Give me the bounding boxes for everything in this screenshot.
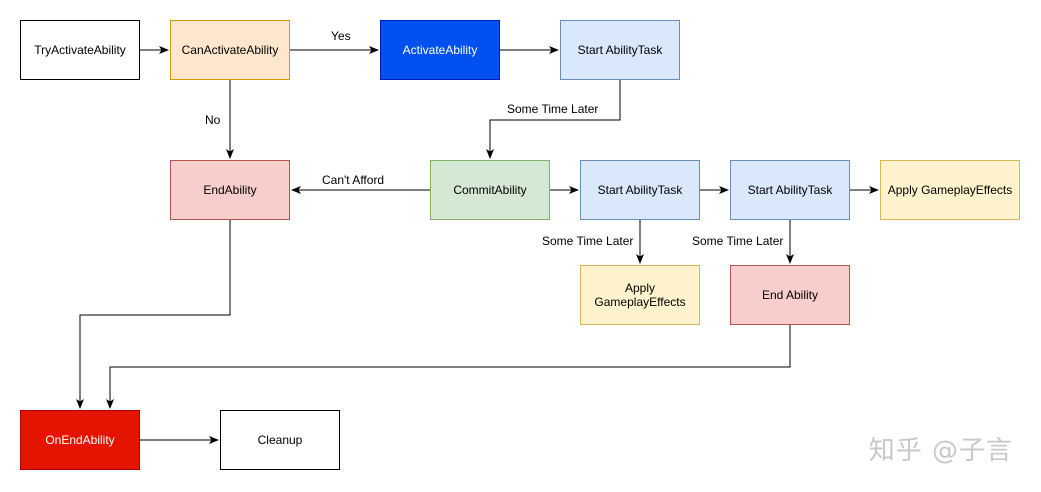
node-end-ability-1: EndAbility xyxy=(170,160,290,220)
node-try-activate-ability: TryActivateAbility xyxy=(20,20,140,80)
node-label: Start AbilityTask xyxy=(747,183,833,197)
edge-start-task-to-commit xyxy=(486,80,621,159)
node-start-ability-task-1: Start AbilityTask xyxy=(560,20,680,80)
edge-label-some-time-later-1: Some Time Later xyxy=(507,102,599,116)
node-start-ability-task-2: Start AbilityTask xyxy=(580,160,700,220)
node-label: End Ability xyxy=(761,288,819,302)
node-label: ActivateAbility xyxy=(402,43,478,57)
node-label: CommitAbility xyxy=(453,183,527,197)
edge-label-cant-afford: Can't Afford xyxy=(322,173,385,187)
edge-end-ability-2-to-on-end xyxy=(106,325,791,409)
edge-label-no: No xyxy=(205,113,221,127)
node-cleanup: Cleanup xyxy=(220,410,340,470)
edge-label-some-time-later-3: Some Time Later xyxy=(692,234,784,248)
node-label: Start AbilityTask xyxy=(597,183,683,197)
node-label-line-2: GameplayEffects xyxy=(594,295,686,309)
node-on-end-ability: OnEndAbility xyxy=(20,410,140,470)
node-end-ability-2: End Ability xyxy=(730,265,850,325)
node-label: OnEndAbility xyxy=(45,433,115,447)
node-label-line-1: Apply xyxy=(624,281,656,295)
node-label: Apply GameplayEffects xyxy=(887,183,1013,197)
node-label: Start AbilityTask xyxy=(577,43,663,57)
node-apply-gameplay-effects-2: Apply GameplayEffects xyxy=(580,265,700,325)
watermark-text: 知乎 @子言 xyxy=(868,436,1013,466)
node-start-ability-task-3: Start AbilityTask xyxy=(730,160,850,220)
edge-end-ability-to-on-end xyxy=(76,220,231,409)
node-label: EndAbility xyxy=(203,183,257,197)
node-can-activate-ability: CanActivateAbility xyxy=(170,20,290,80)
node-activate-ability: ActivateAbility xyxy=(380,20,500,80)
edge-label-yes: Yes xyxy=(331,29,351,43)
node-label: Cleanup xyxy=(257,433,303,447)
node-commit-ability: CommitAbility xyxy=(430,160,550,220)
edge-label-some-time-later-2: Some Time Later xyxy=(542,234,634,248)
node-label: CanActivateAbility xyxy=(181,43,279,57)
node-apply-gameplay-effects-1: Apply GameplayEffects xyxy=(880,160,1020,220)
node-label: TryActivateAbility xyxy=(34,43,126,57)
